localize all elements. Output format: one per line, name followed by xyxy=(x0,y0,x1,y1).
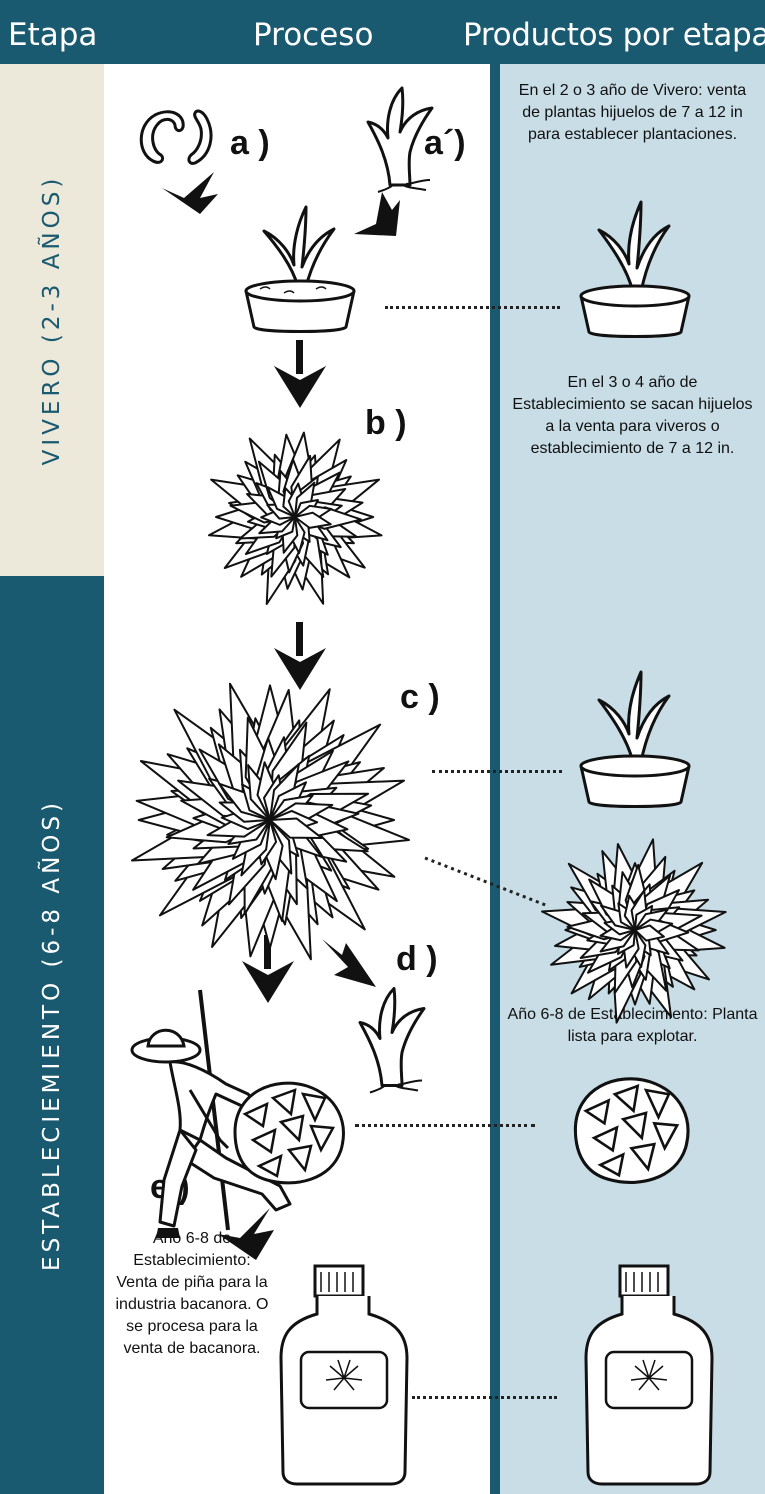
potted-plant-icon xyxy=(575,195,695,345)
shoot-icon xyxy=(352,978,432,1098)
agave-rosette-icon xyxy=(120,670,420,970)
agave-heart-icon xyxy=(565,1065,700,1190)
agave-heart-icon xyxy=(225,1070,355,1190)
agave-rosette-icon xyxy=(535,835,735,1005)
agave-rosette-icon xyxy=(200,420,390,615)
bottle-icon xyxy=(580,1262,720,1487)
bottle-icon xyxy=(275,1262,415,1487)
seed-icon xyxy=(135,103,230,168)
potted-plant-icon xyxy=(575,665,695,815)
arrow-down-icon xyxy=(270,340,330,410)
potted-plant-icon xyxy=(240,205,360,335)
shoot-icon xyxy=(360,80,440,195)
arrow-down-icon xyxy=(160,168,220,218)
